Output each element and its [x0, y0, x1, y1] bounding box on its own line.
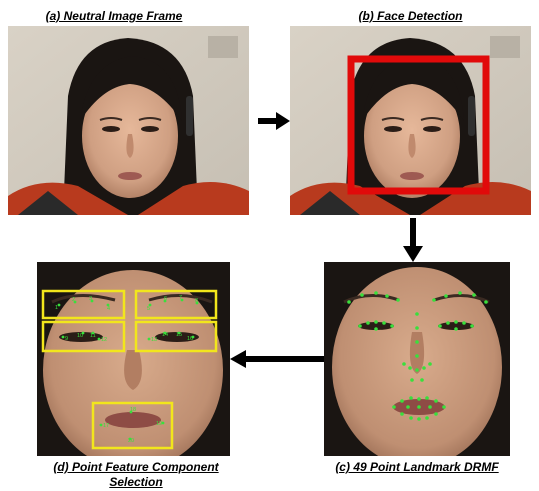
feature-selection-panel: 1 2 3 4 5 6 7 8 9 10 11 12 13 14 15 16 1…	[37, 262, 230, 456]
point-label-20: 20	[128, 438, 134, 444]
point-label-5: 5	[147, 306, 150, 312]
point-label-4: 4	[107, 306, 110, 312]
point-label-14: 14	[162, 332, 168, 338]
caption-feature-selection-line2: Selection	[24, 475, 248, 489]
point-label-12: 12	[101, 337, 107, 343]
point-label-6: 6	[164, 296, 167, 302]
point-label-18: 18	[130, 407, 136, 413]
arrow-left	[230, 350, 324, 368]
point-label-9: 9	[65, 336, 68, 342]
point-label-1: 1	[55, 305, 58, 311]
neutral-image-panel	[8, 26, 249, 215]
point-label-10: 10	[77, 333, 83, 339]
point-label-15: 15	[176, 332, 182, 338]
point-label-8: 8	[195, 298, 198, 304]
point-label-13: 13	[151, 337, 157, 343]
face-detection-panel	[290, 26, 531, 215]
arrow-down	[403, 218, 423, 262]
point-label-19: 19	[156, 421, 162, 427]
point-label-17: 17	[103, 423, 109, 429]
point-label-2: 2	[72, 297, 75, 303]
caption-neutral-frame: (a) Neutral Image Frame	[8, 9, 220, 23]
point-label-3: 3	[89, 296, 92, 302]
caption-landmark-drmf: (c) 49 Point Landmark DRMF	[324, 460, 510, 474]
point-label-7: 7	[179, 295, 182, 301]
arrow-right	[258, 112, 290, 130]
caption-feature-selection-line1: (d) Point Feature Component	[24, 460, 248, 474]
point-label-16: 16	[187, 336, 193, 342]
caption-face-detection: (b) Face Detection	[290, 9, 531, 23]
landmark-panel	[324, 262, 510, 456]
point-label-11: 11	[90, 333, 96, 339]
